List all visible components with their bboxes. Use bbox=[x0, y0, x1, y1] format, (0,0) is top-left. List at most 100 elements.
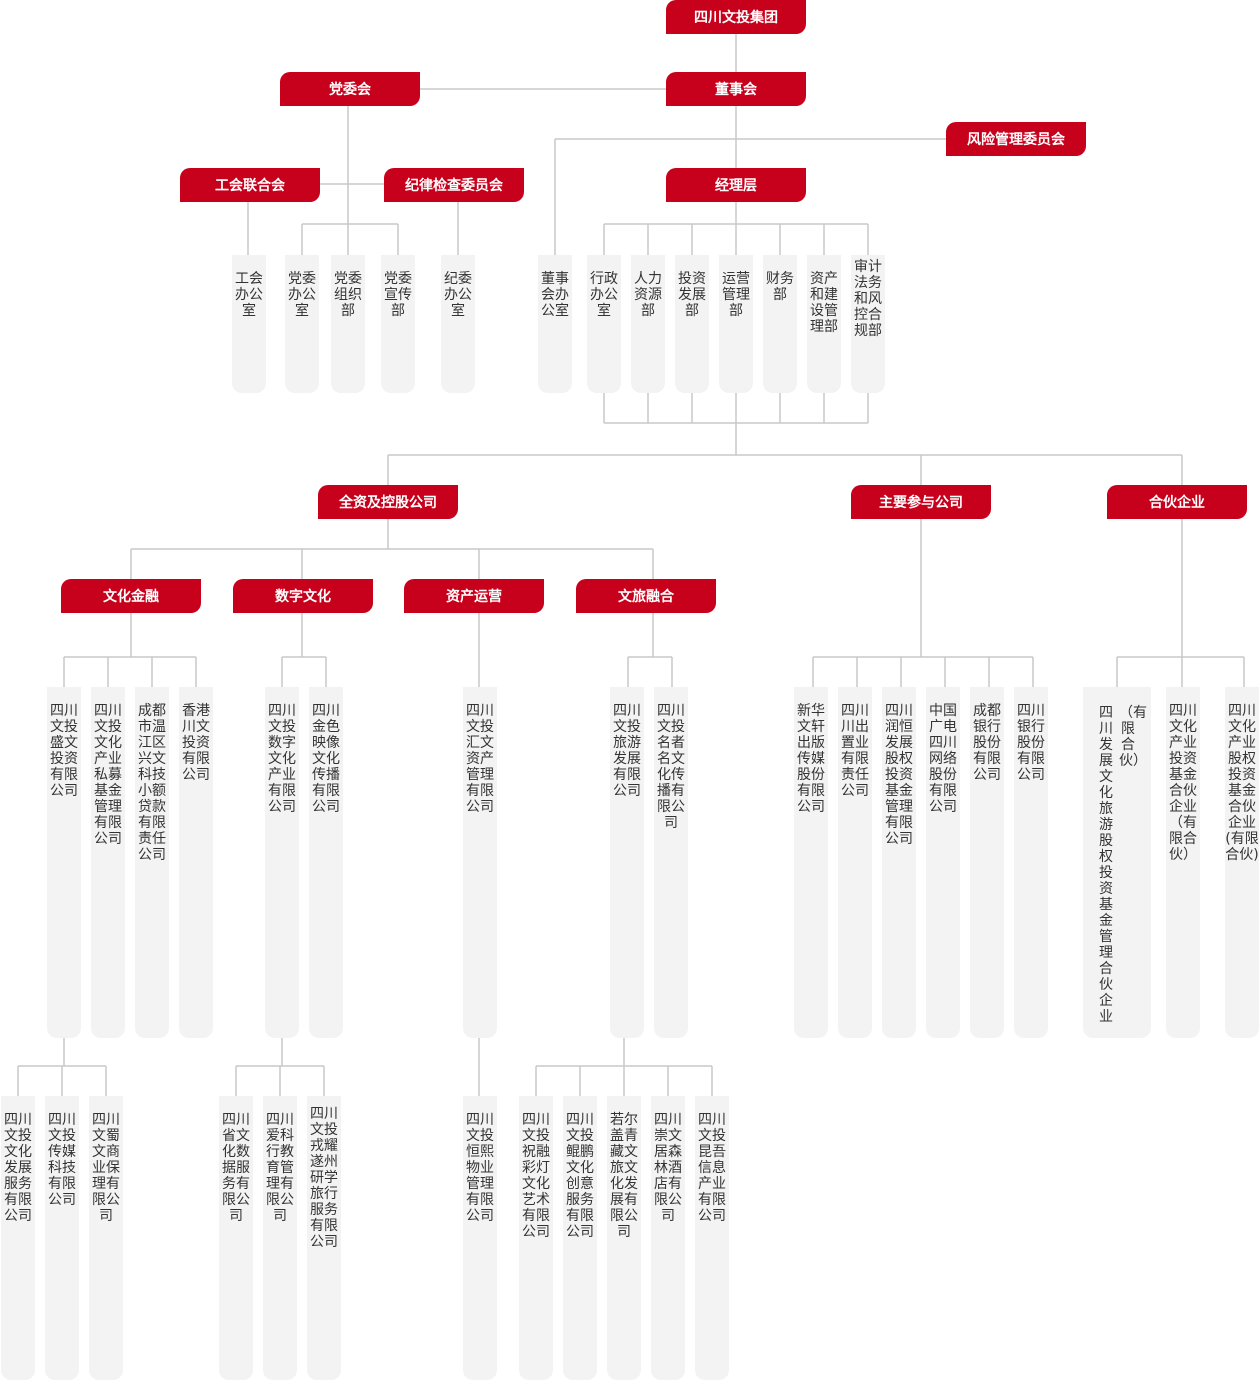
company-label: 四川文投恒熙物业管理有限公司 bbox=[466, 1112, 494, 1224]
company-media-tech: 四川文投传媒科技有限公司 bbox=[45, 1096, 79, 1380]
company-shengwen: 四川文投盛文投资有限公司 bbox=[47, 687, 81, 1038]
board-label: 董事会 bbox=[715, 82, 757, 98]
digital-culture-box: 数字文化 bbox=[233, 579, 373, 613]
dept-label: 投资发展部 bbox=[678, 271, 706, 319]
company-label: 四川文投汇文资产管理有限公司 bbox=[466, 703, 494, 815]
dept-label: 审计法务和风控合规部 bbox=[854, 259, 882, 339]
party-committee-box: 党委会 bbox=[280, 72, 420, 106]
dept-hr: 人力资源部 bbox=[631, 255, 665, 393]
company-study-travel: 四川文投戎耀遂州研学旅行服务有限公司 bbox=[307, 1096, 341, 1380]
dept-label: 纪委办公室 bbox=[444, 271, 472, 319]
asset-ops-box: 资产运营 bbox=[404, 579, 544, 613]
company-label: 四川文投盛文投资有限公司 bbox=[50, 703, 78, 799]
company-label: 四川银行股份有限公司 bbox=[1017, 703, 1045, 783]
dept-discipline-office: 纪委办公室 bbox=[441, 255, 475, 393]
company-education: 四川爱科行教育管理有限公司 bbox=[263, 1096, 297, 1380]
dept-party-office: 党委办公室 bbox=[285, 255, 319, 393]
company-label: 四川文投鲲鹏文化创意服务有限公司 bbox=[566, 1112, 594, 1240]
company-label: 四川文投祝融彩灯文化艺术有限公司 bbox=[522, 1112, 550, 1240]
dept-label: 党委办公室 bbox=[288, 271, 316, 319]
company-label: 四川润恒发展股权投资基金管理有限公司 bbox=[885, 703, 913, 847]
company-label: 四川文化产业股权投资基金合伙企业(有限合伙) bbox=[1225, 703, 1259, 863]
union-label: 工会联合会 bbox=[215, 178, 285, 194]
dept-audit-legal: 审计法务和风控合规部 bbox=[851, 255, 885, 393]
company-label-annotation: （有限合伙） bbox=[1119, 705, 1147, 769]
company-factoring: 四川文蜀文商业保理有限公司 bbox=[89, 1096, 123, 1380]
company-label: 四川省文化数据服务有限公司 bbox=[222, 1112, 250, 1224]
company-data-service: 四川省文化数据服务有限公司 bbox=[219, 1096, 253, 1380]
dept-investment: 投资发展部 bbox=[675, 255, 709, 393]
company-chengdu-bank: 成都银行股份有限公司 bbox=[970, 687, 1004, 1038]
company-kunwu: 四川文投昆吾信息产业有限公司 bbox=[695, 1096, 729, 1380]
dept-operations: 运营管理部 bbox=[719, 255, 753, 393]
tourism-box: 文旅融合 bbox=[576, 579, 716, 613]
company-label: 四川文投传媒科技有限公司 bbox=[48, 1112, 76, 1208]
dept-party-publicity: 党委宣传部 bbox=[381, 255, 415, 393]
company-label: 新华文轩出版传媒股份有限公司 bbox=[797, 703, 825, 815]
company-label: 四川文投文化产业私募基金管理有限公司 bbox=[94, 703, 122, 847]
dept-label: 人力资源部 bbox=[634, 271, 662, 319]
wholly-owned-box: 全资及控股公司 bbox=[318, 485, 458, 519]
company-label: 四川文投文化发展服务有限公司 bbox=[4, 1112, 32, 1224]
company-ruoergai: 若尔盖青藏文旅文化发展有限公司 bbox=[607, 1096, 641, 1380]
company-culture-service: 四川文投文化发展服务有限公司 bbox=[1, 1096, 35, 1380]
party-committee-label: 党委会 bbox=[329, 82, 371, 98]
company-xinhua: 新华文轩出版传媒股份有限公司 bbox=[794, 687, 828, 1038]
company-forest-hotel: 四川崇文居森林酒店有限公司 bbox=[651, 1096, 685, 1380]
company-private-fund: 四川文投文化产业私募基金管理有限公司 bbox=[91, 687, 125, 1038]
dept-union-office: 工会办公室 bbox=[232, 255, 266, 393]
company-runheng: 四川润恒发展股权投资基金管理有限公司 bbox=[882, 687, 916, 1038]
asset-ops-label: 资产运营 bbox=[446, 589, 502, 605]
company-label: 四川文投名者名文化传播有限公司 bbox=[657, 703, 685, 831]
group-label: 四川文投集团 bbox=[694, 10, 778, 26]
company-dev-fund: （有限合伙） 四川发展文化旅游股权投资基金管理合伙企业 bbox=[1083, 687, 1151, 1038]
risk-committee-label: 风险管理委员会 bbox=[967, 132, 1065, 148]
discipline-label: 纪律检查委员会 bbox=[405, 178, 503, 194]
company-label: 香港川文投资有限公司 bbox=[182, 703, 210, 783]
company-equity-fund: 四川文化产业股权投资基金合伙企业(有限合伙) bbox=[1225, 687, 1259, 1038]
company-label: 四川文投数字文化产业有限公司 bbox=[268, 703, 296, 815]
company-label: 成都银行股份有限公司 bbox=[973, 703, 1001, 783]
company-label: 成都市温江区兴文科技小额贷款有限责任公司 bbox=[138, 703, 166, 863]
dept-label: 党委宣传部 bbox=[384, 271, 412, 319]
dept-finance: 财务部 bbox=[763, 255, 797, 393]
company-label: 若尔盖青藏文旅文化发展有限公司 bbox=[610, 1112, 638, 1240]
company-label: 四川文投昆吾信息产业有限公司 bbox=[698, 1112, 726, 1224]
discipline-box: 纪律检查委员会 bbox=[384, 168, 524, 202]
union-box: 工会联合会 bbox=[180, 168, 320, 202]
company-label: 四川爱科行教育管理有限公司 bbox=[266, 1112, 294, 1224]
company-label: 四川川出置业有限责任公司 bbox=[841, 703, 869, 799]
wholly-owned-label: 全资及控股公司 bbox=[339, 495, 437, 511]
tourism-label: 文旅融合 bbox=[618, 589, 674, 605]
dept-label: 党委组织部 bbox=[334, 271, 362, 319]
company-label: 四川文蜀文商业保理有限公司 bbox=[92, 1112, 120, 1224]
dept-label: 工会办公室 bbox=[235, 271, 263, 319]
board-box: 董事会 bbox=[666, 72, 806, 106]
dept-asset-construction: 资产和建设管理部 bbox=[807, 255, 841, 393]
risk-committee-box: 风险管理委员会 bbox=[946, 122, 1086, 156]
culture-finance-box: 文化金融 bbox=[61, 579, 201, 613]
manager-box: 经理层 bbox=[666, 168, 806, 202]
company-huiwen: 四川文投汇文资产管理有限公司 bbox=[463, 687, 497, 1038]
company-chuanchu: 四川川出置业有限责任公司 bbox=[838, 687, 872, 1038]
company-hongkong: 香港川文投资有限公司 bbox=[179, 687, 213, 1038]
dept-board-office: 董事会办公室 bbox=[538, 255, 572, 393]
dept-label: 董事会办公室 bbox=[541, 271, 569, 319]
company-label: 中国广电四川网络股份有限公司 bbox=[929, 703, 957, 815]
company-property: 四川文投恒熙物业管理有限公司 bbox=[463, 1096, 497, 1380]
company-cbn: 中国广电四川网络股份有限公司 bbox=[926, 687, 960, 1038]
company-digital: 四川文投数字文化产业有限公司 bbox=[265, 687, 299, 1038]
dept-label: 运营管理部 bbox=[722, 271, 750, 319]
major-participation-box: 主要参与公司 bbox=[851, 485, 991, 519]
company-microloan: 成都市温江区兴文科技小额贷款有限责任公司 bbox=[135, 687, 169, 1038]
company-lantern: 四川文投祝融彩灯文化艺术有限公司 bbox=[519, 1096, 553, 1380]
dept-party-org: 党委组织部 bbox=[331, 255, 365, 393]
company-kunpeng: 四川文投鲲鹏文化创意服务有限公司 bbox=[563, 1096, 597, 1380]
group-box: 四川文投集团 bbox=[666, 0, 806, 34]
company-label: 四川文投旅游发展有限公司 bbox=[613, 703, 641, 799]
company-label: 四川文投戎耀遂州研学旅行服务有限公司 bbox=[310, 1106, 338, 1250]
partnership-box: 合伙企业 bbox=[1107, 485, 1247, 519]
digital-culture-label: 数字文化 bbox=[275, 589, 331, 605]
major-participation-label: 主要参与公司 bbox=[879, 495, 963, 511]
